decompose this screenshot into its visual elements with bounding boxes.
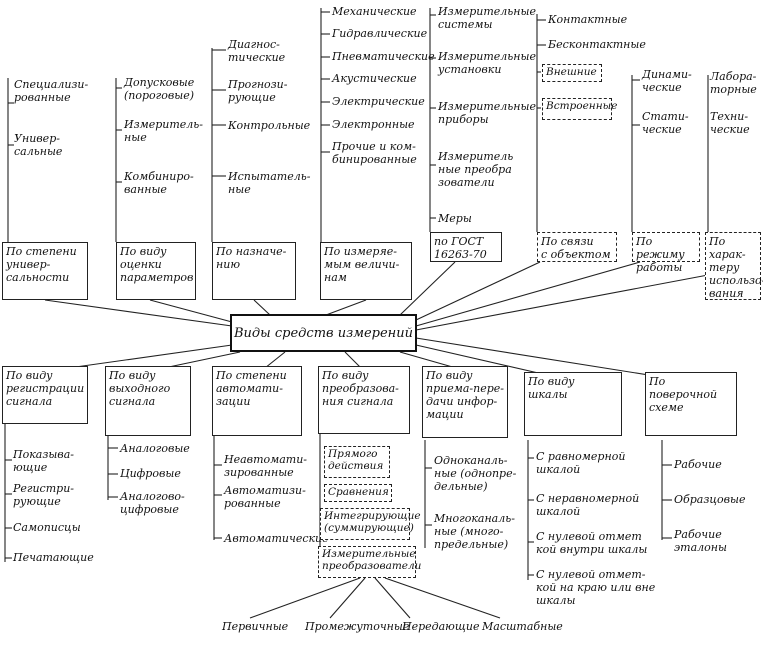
item-analog-digital: Аналогово- цифровые <box>120 490 185 516</box>
item-measuring-converters: Измеритель ные преобра зователи <box>438 150 514 189</box>
item-measuring-installations: Измерительные установки <box>438 50 536 76</box>
item-mechanical: Механические <box>332 5 417 18</box>
subitem-direct-action: Прямого действия <box>324 446 390 478</box>
category-evaluation: По виду оценки параметров <box>116 242 196 300</box>
item-measures: Меры <box>438 212 472 225</box>
item-hydraulic: Гидравлические <box>332 27 428 40</box>
category-object-connection: По связи с объектом <box>537 232 617 262</box>
item-universal: Универ- сальные <box>14 132 63 158</box>
central-node: Виды средств измерений <box>230 314 417 352</box>
category-scale-type: По виду шкалы <box>524 372 622 436</box>
item-acoustic: Акустические <box>332 72 417 85</box>
item-zero-inside-scale: С нулевой отмет кой внутри шкалы <box>536 530 648 556</box>
item-measuring: Измеритель- ные <box>124 118 203 144</box>
item-prognostic: Прогнози- рующие <box>228 78 288 104</box>
item-automated: Автоматизи- рованные <box>224 484 306 510</box>
converter-transmitting: Передающие <box>402 620 480 633</box>
converter-primary: Первичные <box>222 620 289 633</box>
item-multi-channel: Многоканаль- ные (много- предельные) <box>434 512 515 551</box>
item-dynamic: Динами- ческие <box>642 68 692 94</box>
category-measured-quantities: По измеряе- мым величи- нам <box>320 242 412 300</box>
category-usage: По харак- теру использо- вания <box>705 232 763 300</box>
item-contact: Контактные <box>548 13 628 26</box>
category-gost: по ГОСТ 16263-70 <box>430 232 502 262</box>
subitem-comparison: Сравнения <box>324 484 392 502</box>
subitem-integrating: Интегрирующие (суммирующие) <box>320 508 421 540</box>
category-purpose: По назначе- нию <box>212 242 296 300</box>
item-printing: Печатающие <box>13 551 94 564</box>
item-measuring-systems: Измерительные системы <box>438 5 536 31</box>
category-signal-conversion: По виду преобразова- ния сигнала <box>318 366 410 434</box>
item-diagnostic: Диагнос- тические <box>228 38 286 64</box>
item-technical: Техни- ческие <box>710 110 750 136</box>
category-signal-registration: По виду регистрации сигнала <box>2 366 88 424</box>
category-automation: По степени автомати- зации <box>212 366 302 436</box>
category-verification-scheme: По поверочной схеме <box>645 372 737 436</box>
category-universality: По степени универ- сальности <box>2 242 88 300</box>
item-contactless: Бесконтактные <box>548 38 646 51</box>
item-uniform-scale: С равномерной шкалой <box>536 450 626 476</box>
item-combined: Комбиниро- ванные <box>124 170 194 196</box>
item-other-combined: Прочие и ком- бинированные <box>332 140 417 166</box>
item-recording: Регистри- рующие <box>13 482 74 508</box>
item-pneumatic: Пневматические <box>332 50 435 63</box>
item-laboratory: Лабора- торные <box>710 70 757 96</box>
item-measuring-instruments: Измерительные приборы <box>438 100 536 126</box>
item-specialized: Специализи- рованные <box>14 78 89 104</box>
item-electric: Электрические <box>332 95 425 108</box>
item-non-automated: Неавтомати- зированные <box>224 453 308 479</box>
subitem-built-in: Встроенные <box>542 98 617 120</box>
item-control: Контрольные <box>228 119 311 132</box>
item-self-recorders: Самописцы <box>13 521 81 534</box>
item-working: Рабочие <box>674 458 722 471</box>
item-zero-at-edge: С нулевой отмет- кой на краю или вне шка… <box>536 568 656 607</box>
subitem-external: Внешние <box>542 64 602 82</box>
item-analog: Аналоговые <box>120 442 190 455</box>
item-non-uniform-scale: С неравномерной шкалой <box>536 492 640 518</box>
converter-intermediate: Промежуточные <box>305 620 410 633</box>
item-working-standards: Рабочие эталоны <box>674 528 727 554</box>
category-output-signal: По виду выходного сигнала <box>105 366 191 436</box>
item-static: Стати- ческие <box>642 110 689 136</box>
item-tolerance: Допусковые (пороговые) <box>124 76 195 102</box>
item-reference: Образцовые <box>674 493 746 506</box>
item-electronic: Электронные <box>332 118 415 131</box>
item-digital: Цифровые <box>120 467 181 480</box>
subitem-measuring-converters: Измерительные преобразователи <box>318 546 421 578</box>
item-testing: Испытатель- ные <box>228 170 311 196</box>
category-operation-mode: По режиму работы <box>632 232 700 274</box>
item-automatic: Автоматические <box>224 532 329 545</box>
item-single-channel: Одноканаль- ные (однопре- дельные) <box>434 454 517 493</box>
item-indicating: Показыва- ющие <box>13 448 74 474</box>
category-information-transfer: По виду приема-пере- дачи инфор- мации <box>422 366 508 438</box>
converter-scaling: Масштабные <box>482 620 563 633</box>
